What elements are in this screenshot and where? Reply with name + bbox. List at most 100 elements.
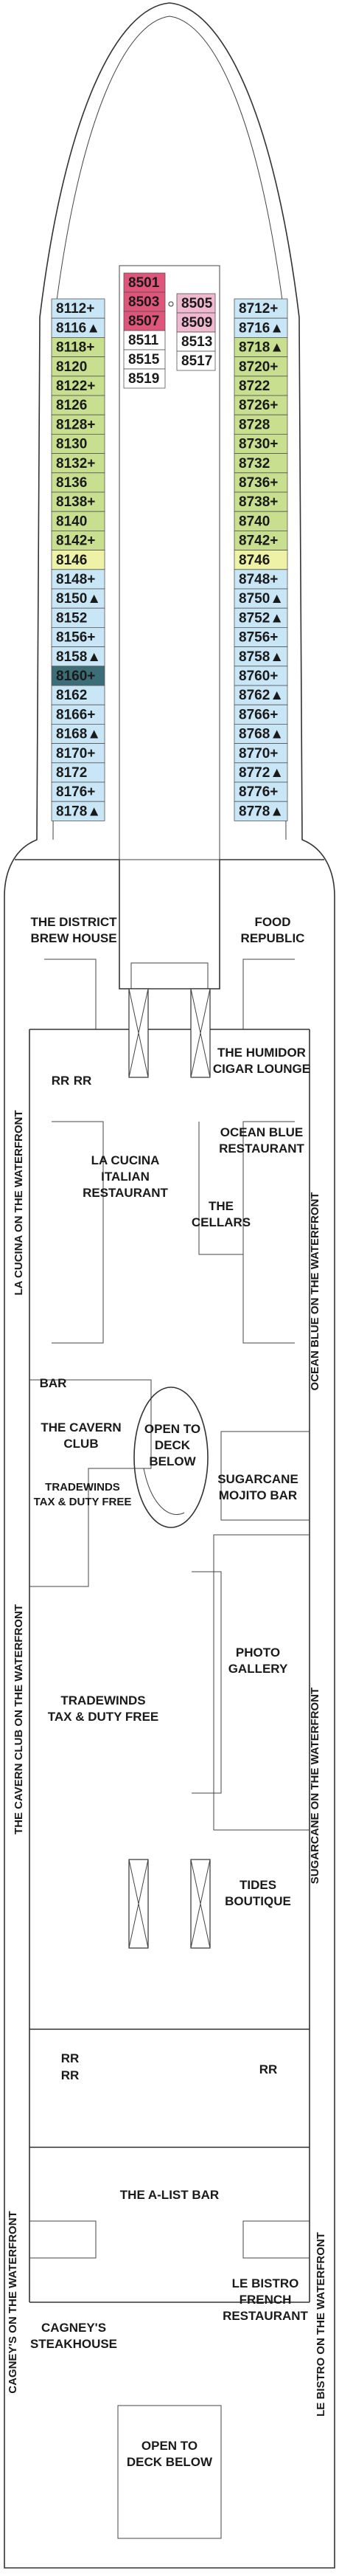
cabin-8132[interactable]: 8132+ [51,453,105,474]
cabin-8740[interactable]: 8740 [234,511,288,531]
label-wf-cagneys: CAGNEY'S ON THE WATERFRONT [7,2211,19,2393]
label-cavern-1: THE CAVERN [41,1420,121,1434]
cabin-8178[interactable]: 8178▲ [51,801,105,821]
label-sugarcane-2: MOJITO BAR [219,1488,297,1502]
cabin-number: 8772▲ [239,765,284,781]
cabin-8770[interactable]: 8770+ [234,743,288,764]
cabin-number: 8132+ [56,456,95,472]
cabin-8712[interactable]: 8712+ [234,298,288,319]
label-bar: BAR [40,1376,67,1390]
label-wf-lacucina: LA CUCINA ON THE WATERFRONT [13,1110,25,1295]
cabin-8170[interactable]: 8170+ [51,743,105,764]
cabin-8756[interactable]: 8756+ [234,627,288,648]
cabin-8130[interactable]: 8130 [51,434,105,455]
cabin-8766[interactable]: 8766+ [234,704,288,725]
label-wf-oceanblue: OCEAN BLUE ON THE WATERFRONT [309,1192,321,1391]
cabin-8507[interactable]: 8507 [123,311,166,331]
cabin-8160[interactable]: 8160+ [51,666,105,686]
cabin-8156[interactable]: 8156+ [51,627,105,648]
venue-labels: THE DISTRICT BREW HOUSE FOOD REPUBLIC RR… [30,915,310,2469]
cabin-8118[interactable]: 8118+ [51,336,105,357]
cabin-8142[interactable]: 8142+ [51,531,105,551]
cabin-8750[interactable]: 8750▲ [234,588,288,609]
cabin-8742[interactable]: 8742+ [234,531,288,551]
cabin-8728[interactable]: 8728 [234,414,288,435]
cabin-8120[interactable]: 8120 [51,356,105,377]
cabin-number: 8148+ [56,572,95,587]
cabin-number: 8130 [56,437,87,452]
cabin-8162[interactable]: 8162 [51,685,105,705]
cabin-8148[interactable]: 8148+ [51,569,105,590]
cabin-8748[interactable]: 8748+ [234,569,288,590]
cabin-8122[interactable]: 8122+ [51,376,105,396]
cabin-8760[interactable]: 8760+ [234,666,288,686]
cabin-8778[interactable]: 8778▲ [234,801,288,821]
cabin-8730[interactable]: 8730+ [234,434,288,455]
cabin-number: 8156+ [56,630,95,646]
cabin-8513[interactable]: 8513 [176,331,216,352]
label-rr-2: RR [74,1074,92,1088]
cabin-8716[interactable]: 8716▲ [234,317,288,338]
cabin-8732[interactable]: 8732 [234,453,288,474]
cabin-8172[interactable]: 8172 [51,762,105,783]
cabin-8140[interactable]: 8140 [51,511,105,531]
cabin-8152[interactable]: 8152 [51,607,105,628]
cabin-number: 8511 [128,333,159,348]
cabin-8720[interactable]: 8720+ [234,356,288,377]
cabin-number: 8162 [56,688,87,703]
cabin-8128[interactable]: 8128+ [51,414,105,435]
cabin-8136[interactable]: 8136 [51,472,105,493]
cabin-number: 8509 [181,315,212,331]
cabin-number: 8118+ [56,340,94,356]
cabin-number: 8503 [128,294,159,310]
cabin-8738[interactable]: 8738+ [234,491,288,512]
label-district-2: BREW HOUSE [30,931,116,945]
cabin-8758[interactable]: 8758▲ [234,646,288,667]
cabin-number: 8160+ [56,669,95,684]
label-rr-3: RR [61,2051,80,2065]
cabin-number: 8158▲ [56,649,101,665]
cabin-8772[interactable]: 8772▲ [234,762,288,783]
cabin-8722[interactable]: 8722 [234,376,288,396]
cabin-8515[interactable]: 8515 [123,349,166,370]
cabin-8138[interactable]: 8138+ [51,491,105,512]
cabin-8519[interactable]: 8519 [123,368,166,389]
cabin-number: 8760+ [239,669,278,684]
cabin-8746[interactable]: 8746 [234,550,288,570]
cabin-8176[interactable]: 8176+ [51,781,105,802]
cabin-8168[interactable]: 8168▲ [51,724,105,745]
label-cagneys-2: STEAKHOUSE [30,2337,117,2351]
cabin-number: 8112+ [56,301,94,317]
cabin-8150[interactable]: 8150▲ [51,588,105,609]
label-district-1: THE DISTRICT [30,915,117,929]
cabin-8736[interactable]: 8736+ [234,472,288,493]
cabin-8501[interactable]: 8501 [123,272,166,293]
cabin-8166[interactable]: 8166+ [51,704,105,725]
cabin-8511[interactable]: 8511 [123,330,166,351]
cabin-8718[interactable]: 8718▲ [234,336,288,357]
label-open2-2: DECK BELOW [127,2455,213,2469]
cabin-8726[interactable]: 8726+ [234,395,288,415]
cabin-8752[interactable]: 8752▲ [234,607,288,628]
cabin-8517[interactable]: 8517 [176,351,216,371]
cabins-right: 8712+8716▲8718▲8720+87228726+87288730+87… [234,298,288,821]
cabin-number: 8122+ [56,379,95,394]
cabin-number: 8517 [181,353,212,369]
cabin-number: 8138+ [56,494,95,510]
cabin-8146[interactable]: 8146 [51,550,105,570]
cabin-8762[interactable]: 8762▲ [234,685,288,705]
cabin-8776[interactable]: 8776+ [234,781,288,802]
cabin-number: 8758▲ [239,649,284,665]
cabin-8768[interactable]: 8768▲ [234,724,288,745]
cabin-8509[interactable]: 8509 [176,312,216,333]
cabin-8112[interactable]: 8112+ [51,298,105,319]
cabin-8503[interactable]: 8503 [123,291,166,312]
cabin-8116[interactable]: 8116▲ [51,317,105,338]
label-tradewinds-l2: TAX & DUTY FREE [48,1710,159,1724]
cabin-8158[interactable]: 8158▲ [51,646,105,667]
cabin-8505[interactable]: 8505 [176,293,216,314]
cabin-8126[interactable]: 8126 [51,395,105,415]
label-cellars-1: THE [209,1199,234,1213]
